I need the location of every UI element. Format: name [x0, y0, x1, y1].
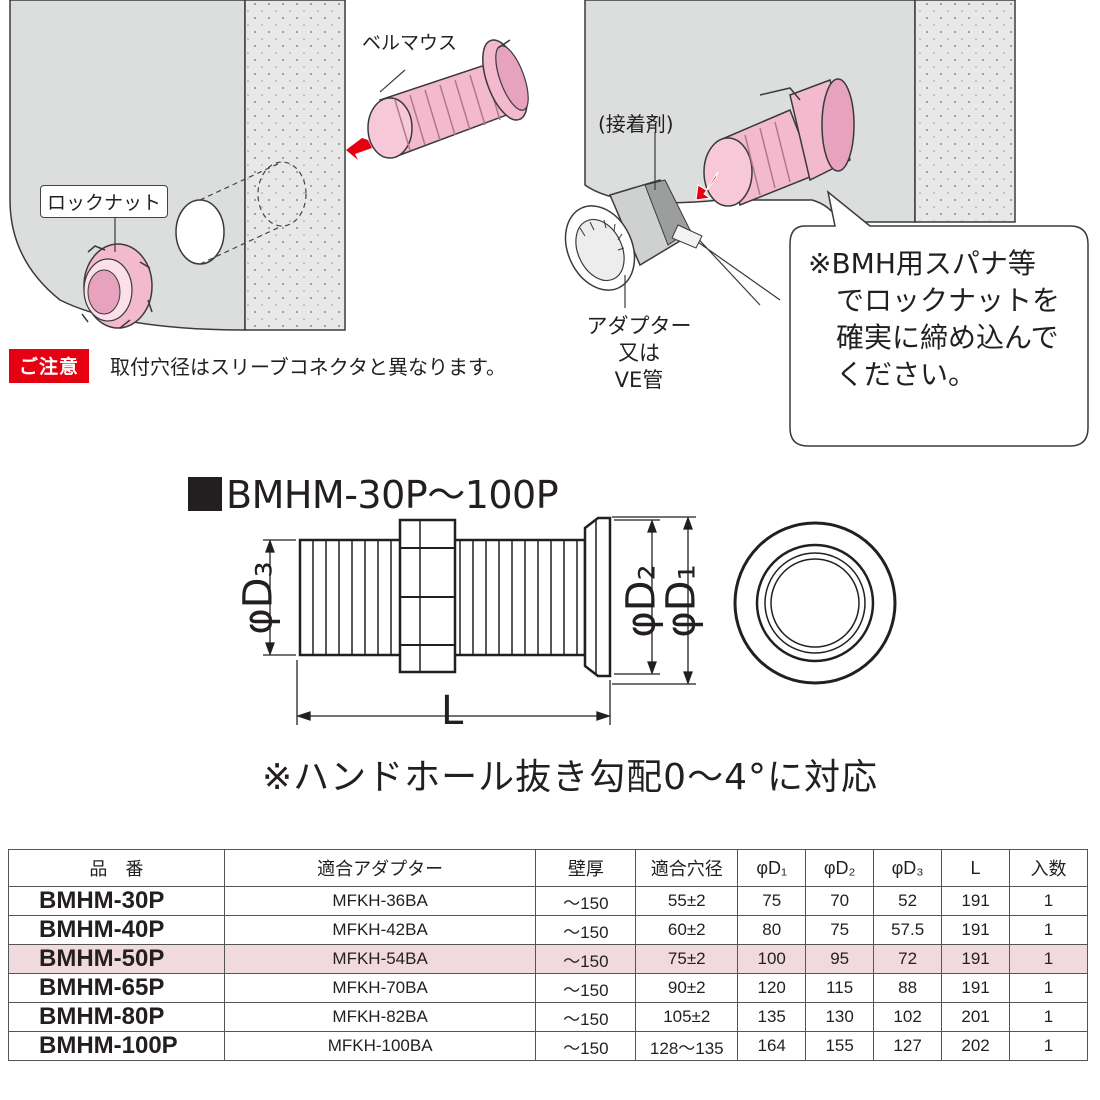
cell-wall: ～150 [535, 1031, 637, 1061]
cell-qty: 1 [1009, 886, 1088, 916]
adapter-label: アダプター 又は VE管 [586, 314, 692, 392]
dim-d3-label: φD₃ [235, 561, 282, 635]
adhesive-label: (接着剤) [598, 112, 674, 136]
cell-adapter: MFKH-54BA [223, 944, 537, 974]
cell-d2: 130 [805, 1002, 875, 1032]
cell-adapter: MFKH-100BA [223, 1031, 537, 1061]
cell-d3: 52 [873, 886, 943, 916]
header-qty: 入数 [1009, 849, 1088, 887]
table-header-row: 品 番 適合アダプター 壁厚 適合穴径 φD₁ φD₂ φD₃ L 入数 [8, 849, 1088, 887]
cell-l: 191 [941, 886, 1011, 916]
cell-hole: 90±2 [635, 973, 739, 1003]
spec-table: 品 番 適合アダプター 壁厚 適合穴径 φD₁ φD₂ φD₃ L 入数 BMH… [8, 849, 1088, 1061]
caution-note: 取付穴径はスリーブコネクタと異なります。 [110, 355, 506, 379]
dimension-drawing [263, 516, 897, 725]
cell-d3: 102 [873, 1002, 943, 1032]
header-model: 品 番 [8, 849, 225, 887]
section-title: BMHM-30P～100P [188, 464, 559, 519]
cell-model: BMHM-80P [8, 1002, 225, 1032]
header-d2: φD₂ [805, 849, 875, 887]
cell-d2: 115 [805, 973, 875, 1003]
cell-model: BMHM-65P [8, 973, 225, 1003]
cell-d2: 95 [805, 944, 875, 974]
cell-d1: 120 [737, 973, 807, 1003]
locknut-illustration [81, 243, 153, 329]
cell-wall: ～150 [535, 973, 637, 1003]
cell-d2: 155 [805, 1031, 875, 1061]
dim-l-label: L [441, 688, 464, 734]
bellmouth-label: ベルマウス [362, 32, 458, 54]
cell-d1: 75 [737, 886, 807, 916]
cell-model: BMHM-30P [8, 886, 225, 916]
cell-qty: 1 [1009, 973, 1088, 1003]
cell-qty: 1 [1009, 1002, 1088, 1032]
cell-d3: 88 [873, 973, 943, 1003]
cell-adapter: MFKH-36BA [223, 886, 537, 916]
cell-model: BMHM-40P [8, 915, 225, 945]
cell-hole: 75±2 [635, 944, 739, 974]
cell-l: 191 [941, 915, 1011, 945]
cell-hole: 105±2 [635, 1002, 739, 1032]
cell-d1: 100 [737, 944, 807, 974]
cell-wall: ～150 [535, 1002, 637, 1032]
cell-d2: 70 [805, 886, 875, 916]
cell-d1: 164 [737, 1031, 807, 1061]
cell-l: 201 [941, 1002, 1011, 1032]
cell-hole: 128～135 [635, 1031, 739, 1061]
cell-hole: 60±2 [635, 915, 739, 945]
header-d3: φD₃ [873, 849, 943, 887]
footnote: ※ハンドホール抜き勾配0～4°に対応 [262, 757, 878, 798]
cell-d3: 57.5 [873, 915, 943, 945]
title-square-icon [188, 477, 222, 511]
cell-hole: 55±2 [635, 886, 739, 916]
cell-qty: 1 [1009, 1031, 1088, 1061]
cell-wall: ～150 [535, 915, 637, 945]
locknut-label: ロックナット [40, 185, 169, 218]
callout-text: ※BMH用スパナ等 でロックナットを 確実に締め込んで ください。 [808, 247, 1061, 391]
cell-l: 191 [941, 944, 1011, 974]
bellmouth-illustration [346, 39, 529, 160]
cell-d2: 75 [805, 915, 875, 945]
adapter-illustration [564, 179, 781, 306]
right-bellmouth-illustration [695, 78, 855, 207]
cell-d3: 127 [873, 1031, 943, 1061]
cell-adapter: MFKH-42BA [223, 915, 537, 945]
cell-d3: 72 [873, 944, 943, 974]
cell-qty: 1 [1009, 915, 1088, 945]
caution-badge: ご注意 [9, 349, 90, 383]
cell-model: BMHM-50P [8, 944, 225, 974]
left-wall [9, 0, 346, 331]
installation-illustration [9, 0, 1089, 447]
cell-adapter: MFKH-82BA [223, 1002, 537, 1032]
cell-wall: ～150 [535, 886, 637, 916]
cell-qty: 1 [1009, 944, 1088, 974]
cell-model: BMHM-100P [8, 1031, 225, 1061]
callout-bubble [789, 190, 1089, 447]
header-d1: φD₁ [737, 849, 807, 887]
cell-l: 191 [941, 973, 1011, 1003]
cell-l: 202 [941, 1031, 1011, 1061]
cell-d1: 135 [737, 1002, 807, 1032]
cell-d1: 80 [737, 915, 807, 945]
cell-adapter: MFKH-70BA [223, 973, 537, 1003]
header-wall: 壁厚 [535, 849, 637, 887]
header-l: L [941, 849, 1011, 887]
header-hole: 適合穴径 [635, 849, 739, 887]
dim-d1-label: φD₁ [658, 564, 705, 638]
header-adapter: 適合アダプター [223, 849, 537, 887]
cell-wall: ～150 [535, 944, 637, 974]
